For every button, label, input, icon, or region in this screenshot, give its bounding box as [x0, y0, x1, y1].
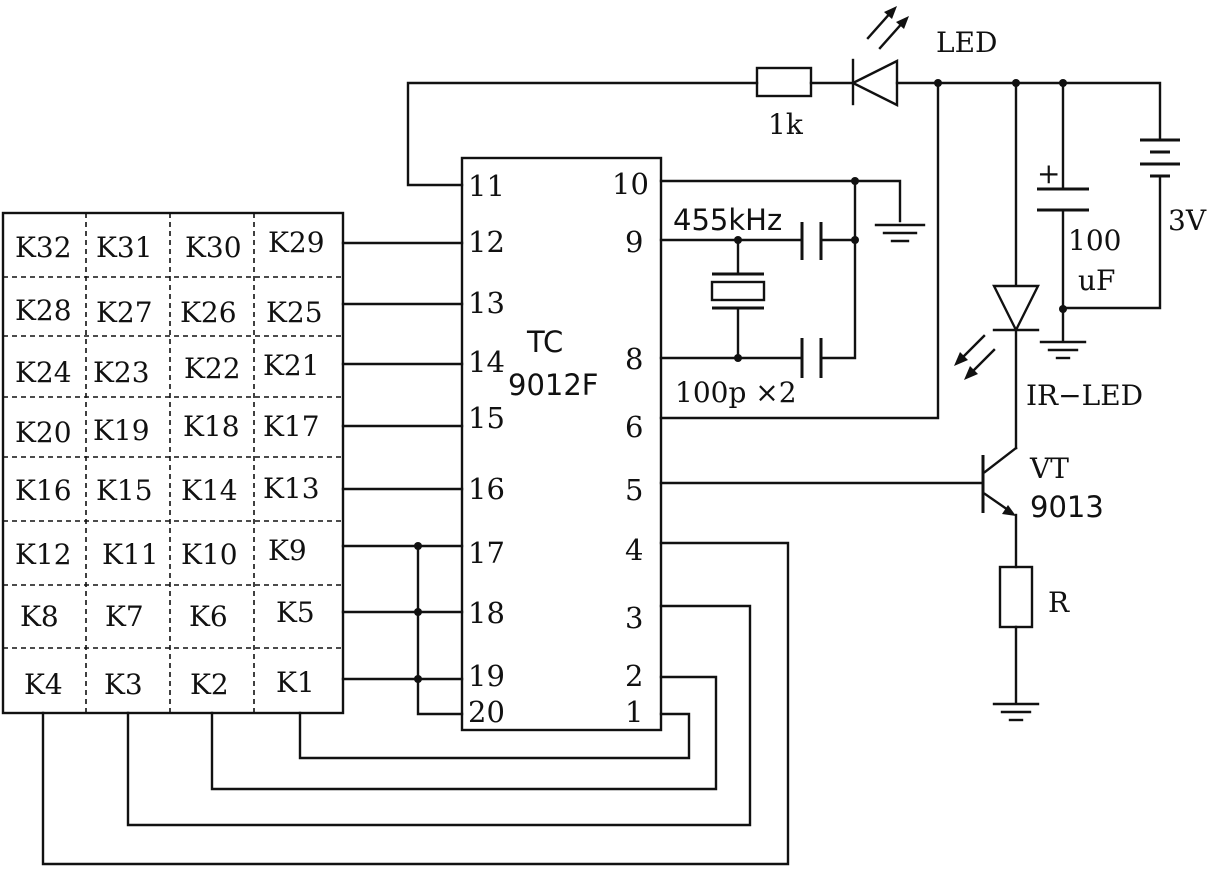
- key-k18: K18: [183, 410, 240, 443]
- ground-symbol-top: [874, 223, 926, 243]
- pin-16: 16: [468, 472, 505, 506]
- ground-symbol-bottom: [992, 702, 1040, 722]
- pin-15: 15: [468, 401, 505, 435]
- capacitor-unit: uF: [1078, 264, 1115, 297]
- key-k24: K24: [15, 356, 72, 389]
- capacitor-polarity: +: [1037, 157, 1060, 190]
- resistor-1k: [755, 66, 813, 98]
- key-k16: K16: [15, 474, 72, 507]
- key-k15: K15: [96, 474, 153, 507]
- pin-10: 10: [612, 167, 649, 201]
- resistor-1k-label: 1k: [768, 108, 804, 141]
- key-k32: K32: [15, 231, 72, 264]
- ic-name-line1: TC: [526, 325, 563, 359]
- ir-led-diode: [992, 284, 1040, 333]
- ir-driver: IR−LED VT 9013 R: [659, 81, 1143, 722]
- keypad-column-wires: [41, 541, 790, 866]
- key-k25: K25: [266, 296, 323, 329]
- pin-13: 13: [468, 286, 505, 320]
- pin-18: 18: [468, 596, 505, 630]
- resistor-r-label: R: [1048, 586, 1070, 619]
- key-k2: K2: [190, 668, 229, 701]
- transistor-part: 9013: [1030, 490, 1104, 524]
- key-k29: K29: [268, 226, 325, 259]
- key-k23: K23: [93, 356, 150, 389]
- pin-3: 3: [625, 601, 643, 635]
- ic-name-line2: 9012F: [508, 368, 598, 402]
- key-k27: K27: [96, 296, 153, 329]
- key-k13: K13: [263, 472, 320, 505]
- keypad-matrix: K32 K31 K30 K29 K28 K27 K26 K25 K24 K23 …: [1, 211, 345, 715]
- pin-5: 5: [625, 473, 643, 507]
- key-k20: K20: [15, 416, 72, 449]
- pin6-supply-wire: [659, 81, 940, 420]
- capacitors-label: 100p ×2: [675, 376, 797, 409]
- ir-led-label: IR−LED: [1026, 379, 1143, 412]
- crystal-455khz: [710, 280, 766, 302]
- pin-1: 1: [625, 695, 643, 729]
- ic-tc9012f: TC 9012F 11 12 13 14 15 16 17 18 19 20 1…: [460, 156, 663, 732]
- key-k22: K22: [184, 352, 241, 385]
- key-k6: K6: [189, 600, 228, 633]
- capacitor-value: 100: [1068, 224, 1121, 257]
- key-k12: K12: [15, 538, 72, 571]
- key-k26: K26: [180, 296, 237, 329]
- key-k21: K21: [263, 349, 320, 382]
- keypad-border: [1, 211, 345, 715]
- pin-19: 19: [468, 659, 505, 693]
- led-branch: 1k LED: [406, 6, 1162, 187]
- pin-6: 6: [625, 410, 643, 444]
- power-section: + 100 uF 3V: [1037, 81, 1207, 360]
- pin-12: 12: [468, 225, 505, 259]
- pin-8: 8: [625, 342, 643, 376]
- key-k11: K11: [102, 538, 159, 571]
- key-k9: K9: [268, 534, 307, 567]
- key-k10: K10: [181, 538, 238, 571]
- pin-4: 4: [625, 533, 643, 567]
- ground-symbol-cap: [1039, 340, 1087, 360]
- key-k8: K8: [20, 600, 59, 633]
- key-k31: K31: [96, 231, 153, 264]
- key-k17: K17: [263, 410, 320, 443]
- resistor-r: [998, 565, 1034, 629]
- key-k5: K5: [276, 596, 315, 629]
- led-label: LED: [936, 26, 997, 59]
- ic-body: [460, 156, 663, 732]
- key-k28: K28: [15, 294, 72, 327]
- key-k14: K14: [181, 474, 238, 507]
- key-k4: K4: [24, 668, 63, 701]
- key-k3: K3: [104, 668, 143, 701]
- key-k7: K7: [105, 600, 144, 633]
- key-k19: K19: [93, 414, 150, 447]
- crystal-label: 455kHz: [673, 203, 782, 237]
- pin-11: 11: [468, 169, 505, 203]
- led-diode: [850, 59, 899, 107]
- battery-label: 3V: [1168, 204, 1207, 237]
- keypad-row-wires: [341, 241, 464, 716]
- pin-14: 14: [468, 345, 505, 379]
- pin-9: 9: [625, 225, 643, 259]
- pin-20: 20: [468, 695, 505, 729]
- transistor-label: VT: [1029, 452, 1069, 485]
- pin-17: 17: [468, 536, 505, 570]
- key-k30: K30: [185, 231, 242, 264]
- battery-3v: [1061, 138, 1180, 310]
- pin-2: 2: [625, 659, 643, 693]
- oscillator-circuit: 455kHz 100p ×2: [659, 177, 926, 409]
- key-k1: K1: [276, 666, 315, 699]
